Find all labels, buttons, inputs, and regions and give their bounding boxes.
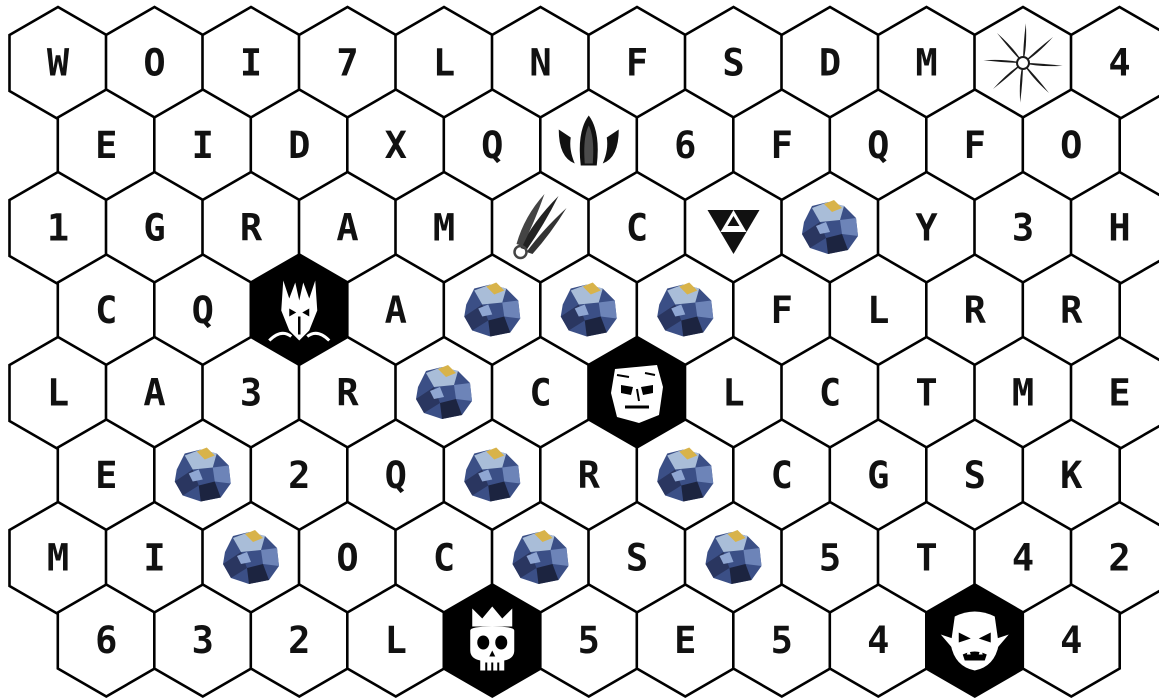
hex-label: F xyxy=(964,124,986,167)
hex-label: A xyxy=(385,289,407,332)
hex-label: 3 xyxy=(240,372,262,415)
hex-label: X xyxy=(385,124,407,167)
hex-label: S xyxy=(964,454,986,497)
hex-label: R xyxy=(578,454,601,497)
hex-label: M xyxy=(47,537,69,580)
hex-label: I xyxy=(240,42,262,85)
hex-label: C xyxy=(529,372,551,415)
hex-label: 3 xyxy=(192,619,214,662)
hex-label: Q xyxy=(192,289,214,332)
hex-label: 6 xyxy=(95,619,117,662)
hex-label: F xyxy=(771,124,793,167)
stone-golem-icon xyxy=(611,365,663,423)
hex-label: 7 xyxy=(336,42,358,85)
hex-label: C xyxy=(95,289,117,332)
hex-label: A xyxy=(143,372,165,415)
hex-label: D xyxy=(288,124,310,167)
hex-label: E xyxy=(95,454,117,497)
hex-label: 6 xyxy=(674,124,696,167)
hex-label: 2 xyxy=(1108,537,1130,580)
hex-label: I xyxy=(192,124,214,167)
hex-label: M xyxy=(433,207,455,250)
hex-label: L xyxy=(385,619,407,662)
hex-label: D xyxy=(819,42,841,85)
hex-label: 5 xyxy=(771,619,793,662)
hex-label: 4 xyxy=(1012,537,1034,580)
hex-label: R xyxy=(336,372,359,415)
hex-label: 4 xyxy=(1108,42,1130,85)
hex-label: C xyxy=(433,537,455,580)
hex-label: E xyxy=(1108,372,1130,415)
hex-label: L xyxy=(722,372,744,415)
hex-label: E xyxy=(674,619,696,662)
hex-label: O xyxy=(143,42,165,85)
hex-label: 1 xyxy=(47,207,69,250)
hex-label: C xyxy=(819,372,841,415)
hex-label: F xyxy=(626,42,648,85)
hex-label: 3 xyxy=(1012,207,1034,250)
hex-label: M xyxy=(1012,372,1034,415)
hex-label: 4 xyxy=(1060,619,1082,662)
hex-label: G xyxy=(143,207,165,250)
hex-label: 2 xyxy=(288,619,310,662)
hex-label: R xyxy=(1060,289,1083,332)
hex-label: S xyxy=(626,537,648,580)
hex-label: L xyxy=(433,42,455,85)
hex-label: Q xyxy=(867,124,889,167)
hex-label: A xyxy=(336,207,358,250)
hex-label: Q xyxy=(481,124,503,167)
hex-label: 4 xyxy=(867,619,889,662)
hex-label: R xyxy=(964,289,987,332)
hex-label: L xyxy=(47,372,69,415)
hex-label: H xyxy=(1108,207,1130,250)
hex-label: I xyxy=(143,537,165,580)
hex-label: C xyxy=(626,207,648,250)
hex-label: E xyxy=(95,124,117,167)
hex-label: N xyxy=(529,42,551,85)
hex-label: M xyxy=(915,42,937,85)
hex-label: T xyxy=(915,372,937,415)
hex-label: F xyxy=(771,289,793,332)
hex-label: O xyxy=(1060,124,1082,167)
hex-label: S xyxy=(722,42,744,85)
hex-label: O xyxy=(336,537,358,580)
hex-label: W xyxy=(47,42,70,85)
hex-label: Q xyxy=(385,454,407,497)
hex-label: 5 xyxy=(819,537,841,580)
hex-label: 2 xyxy=(288,454,310,497)
hex-label: T xyxy=(915,537,937,580)
hex-label: G xyxy=(867,454,889,497)
hex-label: Y xyxy=(915,207,938,250)
hex-label: L xyxy=(867,289,889,332)
hex-label: K xyxy=(1060,454,1083,497)
hex-label: C xyxy=(771,454,793,497)
hex-label: R xyxy=(240,207,263,250)
hex-label: 5 xyxy=(578,619,600,662)
